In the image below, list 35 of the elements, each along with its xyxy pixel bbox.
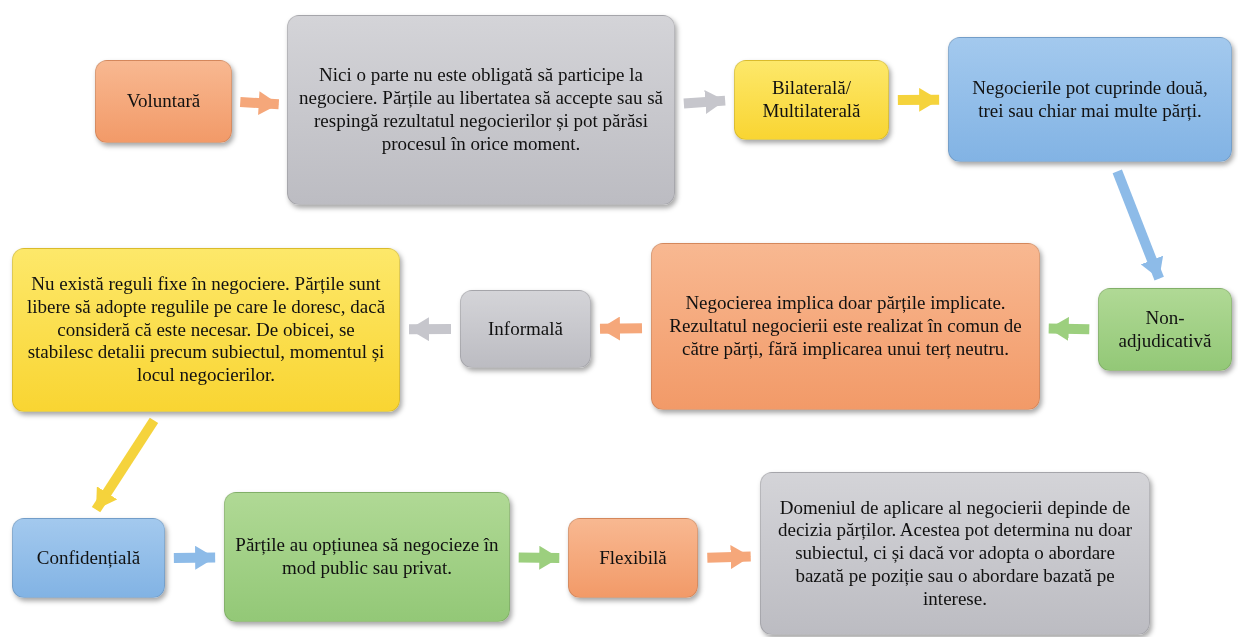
process-box — [12, 248, 400, 412]
process-box — [95, 60, 232, 143]
arrow — [1112, 169, 1164, 281]
process-box — [1098, 288, 1232, 371]
box-text: Nici o parte nu este obligată să participe la negociere. Părțile au libertatea să accepte sau să respingă rezultatul negocierilor și pot părăsi procesul în orice moment. — [298, 64, 664, 156]
process-box — [948, 37, 1232, 162]
process-box — [224, 492, 510, 622]
arrow — [897, 87, 940, 112]
arrow — [683, 90, 726, 114]
box-text: Voluntară — [126, 90, 201, 113]
process-box — [460, 290, 591, 368]
arrow — [1048, 316, 1090, 341]
arrow — [409, 317, 452, 342]
arrow — [239, 91, 280, 116]
process-box — [287, 15, 675, 205]
process-box — [651, 243, 1040, 410]
arrow — [173, 545, 216, 570]
box-text: Informală — [488, 317, 563, 341]
process-box — [568, 518, 698, 598]
process-box — [760, 472, 1150, 635]
process-box — [12, 518, 165, 598]
box-text: Bilaterală/ Multilaterală — [761, 77, 862, 123]
arrow — [518, 545, 560, 570]
box-text: Flexibilă — [599, 546, 667, 570]
box-text: Negocierile pot cuprinde două, trei sau chiar mai multe părți. — [971, 76, 1209, 123]
box-text: Non-adjudicativă — [1117, 306, 1213, 353]
arrow — [707, 545, 751, 570]
arrow — [91, 417, 159, 513]
arrow — [599, 316, 643, 341]
box-text: Confidențială — [36, 546, 141, 570]
process-box — [734, 60, 889, 140]
box-text: Nu există reguli fixe în negociere. Părțile sunt libere să adopte regulile pe care le doresc, dacă consideră că este necesar. De obicei, se stabilesc detalii precum subiectul, momentul și locul negocierilor. — [25, 273, 387, 387]
box-text: Negocierea implica doar părțile implicate. Rezultatul negocierii este realizat în comun de către părți, fără implicarea unui terț neutru. — [668, 292, 1023, 361]
box-text: Domeniul de aplicare al negocierii depinde de decizia părților. Acestea pot determina nu doar subiectul, ci și dacă vor adopta o abordare bazată pe poziție sau o abordare bazată pe interese. — [777, 496, 1133, 611]
box-text: Părțile au opțiunea să negocieze în mod public sau privat. — [235, 534, 499, 580]
